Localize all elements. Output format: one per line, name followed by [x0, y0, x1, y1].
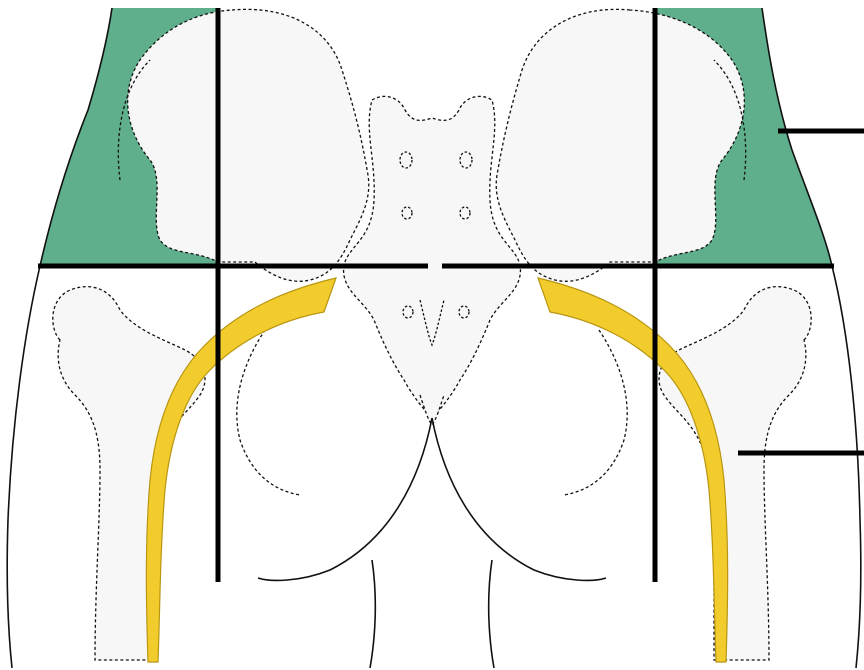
femur-right	[659, 287, 811, 660]
sciatic-nerve-right	[538, 278, 728, 662]
femur-left	[53, 287, 205, 660]
sciatic-nerve-left	[146, 278, 336, 662]
